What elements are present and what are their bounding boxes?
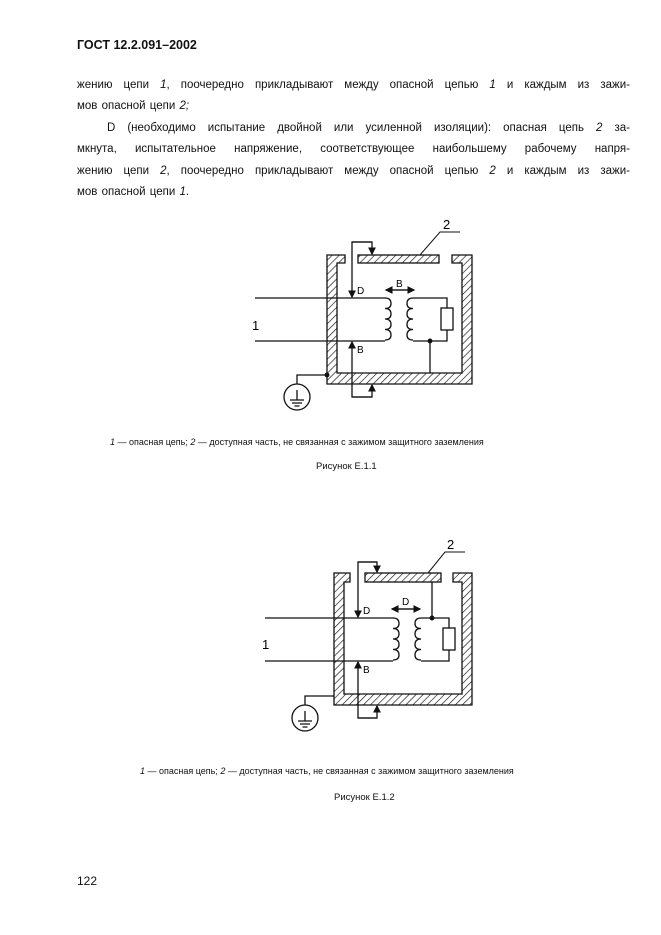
caption-text: — опасная цепь;: [115, 437, 191, 447]
text-segment: 2: [596, 122, 603, 134]
text-segment: и каждым из зажи-: [495, 79, 630, 91]
text-line: жению цепи 2, поочередно прикладывают ме…: [77, 165, 630, 177]
text-segment: за-: [602, 122, 630, 134]
text-line: мов опасной цепи 2;: [77, 100, 630, 112]
caption-num: 1: [140, 766, 146, 776]
label-d: D: [357, 286, 364, 297]
label-circuit-1: 1: [262, 637, 269, 652]
text-segment: 1: [179, 186, 186, 198]
figure-2-caption: 1 — опасная цепь; 2 — доступная часть, н…: [140, 766, 514, 776]
text-segment: жению цепи: [77, 79, 161, 91]
label-part-2: 2: [447, 537, 454, 552]
text-segment: 1: [160, 79, 167, 91]
caption-num: 2: [190, 437, 196, 447]
text-segment: 2: [489, 165, 496, 177]
secondary-coil: [406, 297, 414, 341]
label-d: D: [363, 606, 370, 617]
document-header: ГОСТ 12.2.091–2002: [77, 38, 197, 52]
resistor: [442, 627, 456, 651]
text-segment: 2;: [179, 100, 190, 112]
figure-1-caption: 1 — опасная цепь; 2 — доступная часть, н…: [110, 437, 484, 447]
text-segment: 2: [160, 165, 167, 177]
primary-coil: [392, 617, 400, 661]
label-b: B: [357, 345, 364, 356]
resistor: [440, 307, 454, 331]
label-b-arrow: B: [396, 279, 403, 290]
text-segment: жению цепи: [77, 165, 161, 177]
label-circuit-1: 1: [252, 318, 259, 333]
caption-text: — опасная цепь;: [145, 766, 221, 776]
figure-1-title: Рисунок Е.1.1: [316, 461, 377, 472]
text-line: D (необходимо испытание двойной или усил…: [107, 122, 630, 134]
text-segment: мов опасной цепи: [77, 186, 180, 198]
label-b: B: [363, 665, 370, 676]
page-number: 122: [77, 874, 98, 888]
text-segment: , поочередно прикладывают между опасной …: [166, 79, 490, 91]
text-segment: мкнута, испытательное напряжение, соотве…: [77, 143, 630, 155]
enclosure: [326, 254, 473, 385]
label-part-2: 2: [443, 217, 450, 232]
text-segment: и каждым из зажи-: [495, 165, 630, 177]
figure-1-diagram: [255, 231, 473, 411]
figure-2-diagram: [265, 551, 473, 732]
text-line: жению цепи 1, поочередно прикладывают ме…: [77, 79, 630, 91]
caption-text: — доступная часть, не связанная с зажимо…: [195, 437, 484, 447]
enclosure: [333, 572, 473, 706]
figure-2-title: Рисунок Е.1.2: [334, 792, 395, 803]
text-line: мов опасной цепи 1.: [77, 186, 630, 198]
text-line: мкнута, испытательное напряжение, соотве…: [77, 143, 630, 155]
label-d-arrow: D: [402, 597, 409, 608]
accessible-part-plate: [364, 572, 442, 583]
text-segment: .: [185, 186, 190, 198]
text-segment: D (необходимо испытание двойной или усил…: [107, 122, 597, 134]
caption-num: 2: [220, 766, 226, 776]
caption-num: 1: [110, 437, 116, 447]
primary-coil: [384, 297, 392, 341]
accessible-part-plate: [357, 254, 440, 264]
secondary-coil: [414, 617, 422, 661]
text-segment: мов опасной цепи: [77, 100, 180, 112]
text-segment: 1: [489, 79, 496, 91]
caption-text: — доступная часть, не связанная с зажимо…: [225, 766, 514, 776]
text-segment: , поочередно прикладывают между опасной …: [166, 165, 490, 177]
